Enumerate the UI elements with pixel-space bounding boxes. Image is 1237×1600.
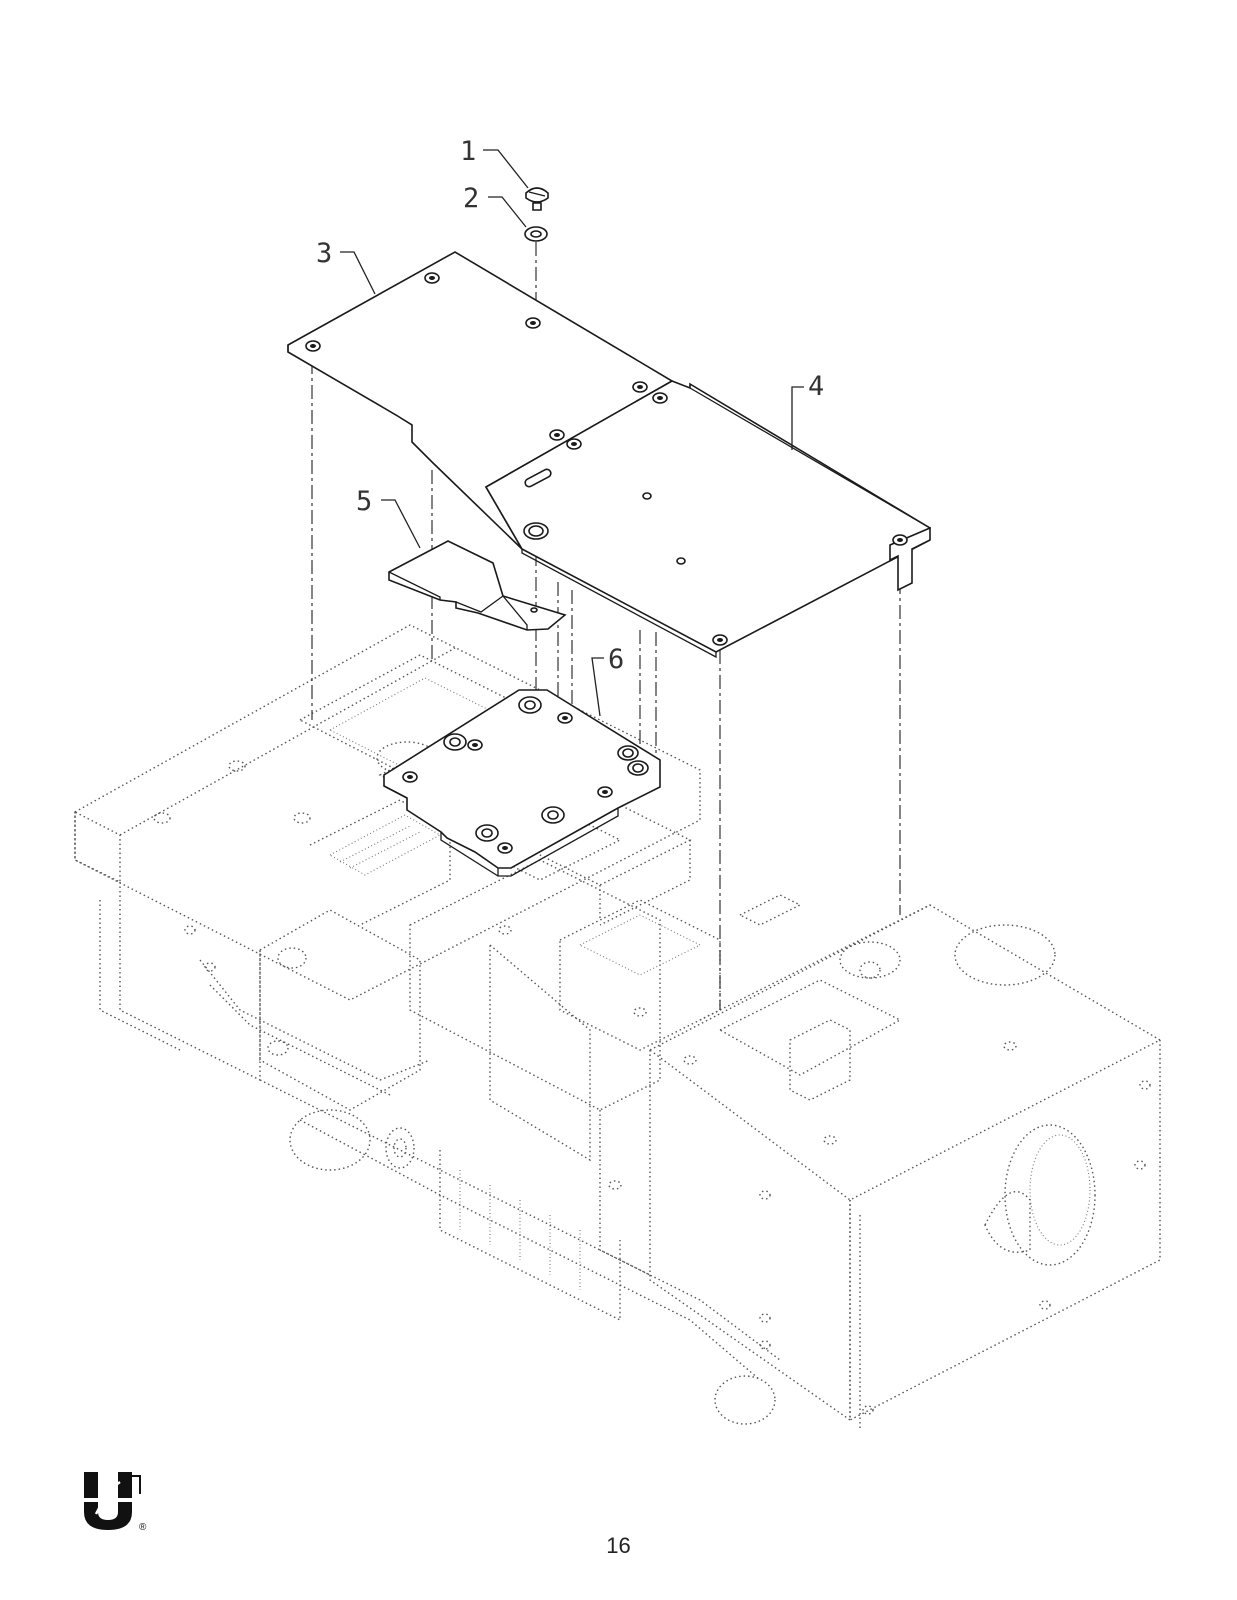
plate-6-boss [476, 825, 498, 841]
plate-3-hole [526, 318, 540, 328]
callout-1: 1 [460, 136, 528, 188]
callout-5: 5 [356, 486, 420, 548]
plate-4-hole [643, 493, 651, 499]
plate-6-hole [498, 843, 512, 853]
plate-6-hole [403, 772, 417, 782]
svg-text:5: 5 [356, 486, 372, 517]
plate-6-hole [598, 787, 612, 797]
plate-6-boss [444, 734, 466, 750]
plate-4-hole [677, 558, 685, 564]
svg-text:4: 4 [808, 371, 824, 402]
plate-3-hole [425, 273, 439, 283]
callout-4: 4 [792, 371, 824, 450]
plate-6-hole [558, 713, 572, 723]
plate-4-hole [893, 535, 907, 545]
brand-logo: ® [78, 1468, 152, 1532]
plate-3-hole [550, 430, 564, 440]
plate-4-hole [713, 635, 727, 645]
plate-3-hole [306, 341, 320, 351]
plate-6-hole [468, 740, 482, 750]
plate-6-boss [628, 761, 648, 775]
plate-6-boss [618, 746, 638, 760]
page-number: 16 [0, 1533, 1237, 1559]
plate-6-boss [542, 807, 564, 823]
plate-4-hole [524, 523, 548, 539]
plate-4-hole [567, 439, 581, 449]
callout-6: 6 [592, 644, 624, 716]
plate-3-hole [633, 382, 647, 392]
callout-2: 2 [463, 183, 526, 227]
svg-text:2: 2 [463, 183, 479, 214]
svg-text:3: 3 [316, 238, 332, 269]
registered-mark: ® [139, 1522, 147, 1532]
svg-text:6: 6 [608, 644, 624, 675]
part-6-base-plate [384, 690, 660, 876]
plate-4-hole [653, 393, 667, 403]
part-1-screw [526, 188, 548, 210]
plate-6-boss [519, 697, 541, 713]
callout-3: 3 [316, 238, 375, 294]
part-2-washer [525, 227, 547, 241]
svg-text:1: 1 [460, 136, 476, 167]
